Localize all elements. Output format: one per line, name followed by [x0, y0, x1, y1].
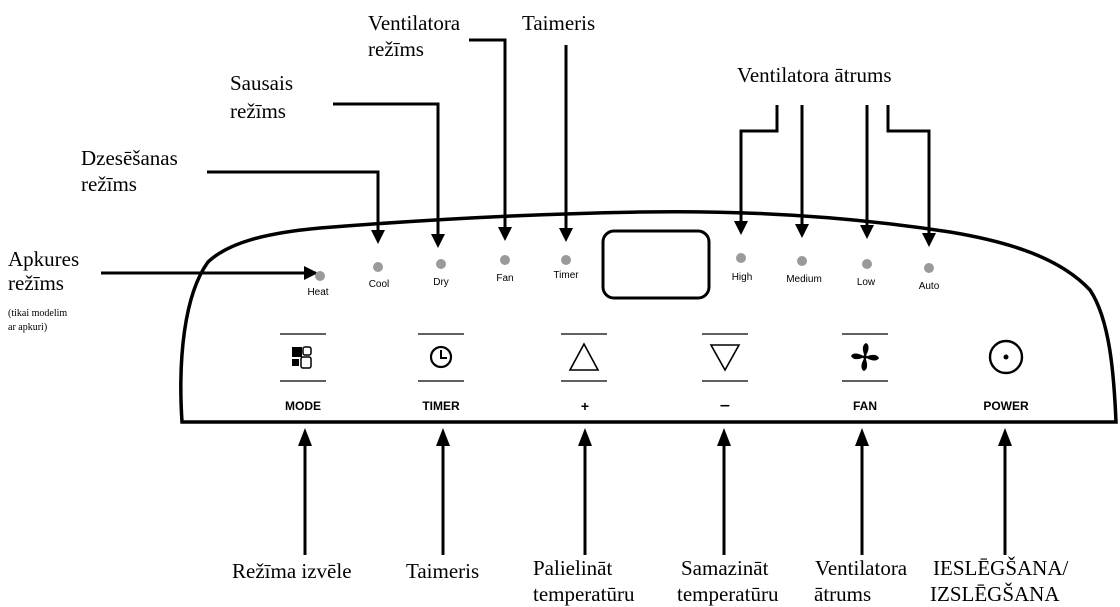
arrowhead-cool — [371, 230, 385, 244]
temp-up-button[interactable]: + — [561, 333, 607, 414]
timer-button-label: TIMER — [422, 399, 460, 413]
temp-up-button-label: + — [581, 398, 589, 414]
mode-button-label: MODE — [285, 399, 321, 413]
power-icon — [988, 339, 1024, 375]
callout-temp-up-2: temperatūru — [533, 582, 635, 606]
callout-heat-note-2: ar apkuri) — [8, 322, 47, 333]
indicator-label-timer: Timer — [553, 270, 579, 281]
fan-button[interactable]: FAN — [842, 333, 888, 413]
callout-dry-mode-2: režīms — [230, 99, 286, 123]
callout-power: IESLĒGŠANA/ — [933, 556, 1068, 580]
leader-speed-auto — [886, 105, 931, 243]
indicator-label-high: High — [732, 272, 753, 283]
indicator-label-low: Low — [857, 277, 876, 288]
callout-timer-bottom: Taimeris — [406, 559, 479, 583]
led-low — [862, 259, 872, 269]
temp-down-button[interactable]: ‒ — [702, 333, 748, 414]
panel-outline — [179, 209, 1118, 424]
indicator-label-dry: Dry — [433, 277, 449, 288]
callout-power-2: IZSLĒGŠANA — [930, 582, 1060, 606]
callout-temp-down: Samazināt — [681, 556, 769, 580]
arrowhead-speed-high — [734, 221, 748, 235]
led-dry — [436, 259, 446, 269]
callout-fan-speed-bottom-2: ātrums — [814, 582, 871, 606]
callout-heat-mode-2: režīms — [8, 271, 64, 295]
led-heat — [315, 271, 325, 281]
arrowhead-speed-low — [860, 225, 874, 239]
temp-down-button-label: ‒ — [720, 397, 730, 414]
callout-temp-down-2: temperatūru — [677, 582, 779, 606]
arrowhead-timer — [559, 228, 573, 242]
indicator-label-cool: Cool — [369, 279, 390, 290]
arrowhead-minus — [717, 428, 731, 446]
indicator-label-medium: Medium — [786, 274, 822, 285]
callout-cool-mode-2: režīms — [81, 172, 137, 196]
led-auto — [924, 263, 934, 273]
leader-cool — [207, 170, 380, 240]
indicator-label-heat: Heat — [307, 287, 328, 298]
display-window — [601, 229, 711, 300]
led-medium — [797, 256, 807, 266]
arrowhead-speed-medium — [795, 224, 809, 238]
arrowhead-fan — [855, 428, 869, 446]
callout-fan-mode-2: režīms — [368, 37, 424, 61]
power-button[interactable]: POWER — [983, 339, 1029, 413]
callout-mode-select: Režīma izvēle — [232, 559, 352, 583]
led-high — [736, 253, 746, 263]
fan-icon — [851, 343, 879, 371]
callout-fan-mode: Ventilatora — [368, 11, 461, 35]
callout-heat-note: (tikai modelim — [8, 308, 67, 319]
arrowhead-dry — [431, 234, 445, 248]
callout-fan-speed: Ventilatora ātrums — [737, 63, 892, 87]
mode-button[interactable]: MODE — [280, 333, 326, 413]
fan-button-label: FAN — [853, 399, 877, 413]
arrowhead-timer — [436, 428, 450, 446]
callout-cool-mode: Dzesēšanas — [81, 146, 178, 170]
indicator-label-auto: Auto — [919, 281, 940, 292]
callout-dry-mode: Sausais — [230, 71, 293, 95]
arrowhead-plus — [578, 428, 592, 446]
arrowhead-fan-mode — [498, 227, 512, 241]
power-button-label: POWER — [983, 399, 1029, 413]
arrowhead-speed-auto — [922, 233, 936, 247]
arrowhead-mode — [298, 428, 312, 446]
triangle-up-icon — [568, 342, 600, 371]
timer-button[interactable]: TIMER — [418, 333, 464, 413]
mode-icon — [292, 346, 312, 369]
indicator-label-fan: Fan — [496, 273, 513, 284]
leader-speed-high — [739, 105, 779, 231]
arrowhead-power — [998, 428, 1012, 446]
callout-temp-up: Palielināt — [533, 556, 612, 580]
callout-fan-speed-bottom: Ventilatora — [815, 556, 908, 580]
clock-icon — [429, 345, 453, 369]
leader-fan-mode — [469, 38, 507, 237]
callout-timer: Taimeris — [522, 11, 595, 35]
callout-heat-mode: Apkures — [8, 247, 79, 271]
arrowhead-heat — [304, 266, 318, 280]
triangle-down-icon — [709, 344, 741, 372]
led-cool — [373, 262, 383, 272]
led-fan — [500, 255, 510, 265]
leader-dry — [333, 102, 440, 244]
led-timer — [561, 255, 571, 265]
